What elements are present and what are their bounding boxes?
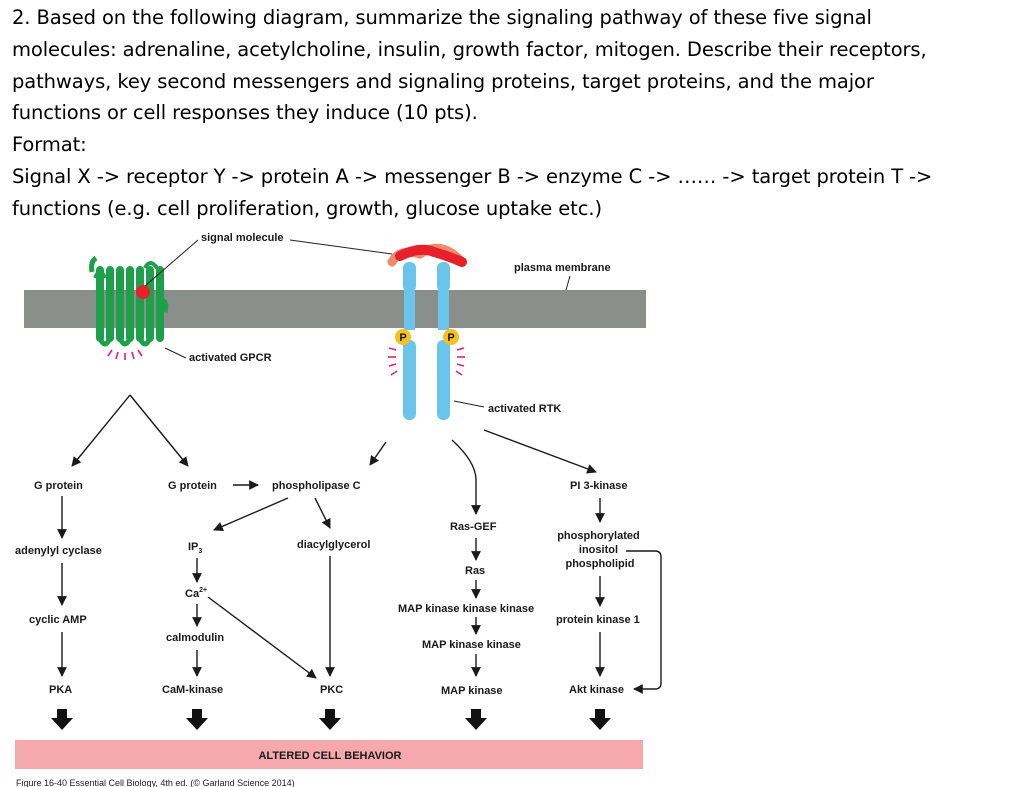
leader-line (453, 400, 485, 408)
thick-arrow (51, 709, 611, 730)
label-phospholipase-c: phospholipase C (272, 480, 361, 492)
label-altered-cell-behavior: ALTERED CELL BEHAVIOR (258, 750, 401, 762)
label-cam-kinase: CaM-kinase (162, 684, 223, 696)
gpcr-receptor (89, 255, 169, 347)
question-line: functions (e.g. cell proliferation, grow… (12, 196, 602, 220)
label-map-kinase-kinase-kinase: MAP kinase kinase kinase (398, 603, 534, 615)
label-calmodulin: calmodulin (166, 632, 224, 644)
signaling-pathway-diagram: P P signal molecule plasma membrane acti… (15, 232, 662, 787)
label-ras: Ras (465, 565, 485, 577)
label-ca2: Ca2+ (185, 587, 207, 600)
leader-line (565, 275, 571, 291)
arrow (369, 441, 387, 466)
rtk-ligand (387, 243, 467, 267)
arrow (451, 439, 481, 515)
label-ip3: IP3 (188, 541, 202, 555)
label-adenylyl-cyclase: adenylyl cyclase (15, 545, 102, 557)
leader-line (164, 347, 187, 359)
figure-caption: Figure 16-40 Essential Cell Biology, 4th… (16, 778, 295, 787)
arrow (314, 497, 331, 529)
arrow (213, 497, 289, 531)
label-phosphorylated-inositol-phospholipid: phosphorylated inositol phospholipid (557, 530, 643, 570)
arrow (626, 550, 662, 694)
svg-text:P: P (399, 332, 406, 344)
leader-line (289, 239, 393, 255)
label-map-kinase: MAP kinase (441, 685, 503, 697)
label-plasma-membrane: plasma membrane (514, 262, 611, 274)
question-line: pathways, key second messengers and sign… (12, 69, 874, 93)
question-line: functions or cell responses they induce … (12, 101, 478, 125)
question-line: Signal X -> receptor Y -> protein A -> m… (12, 164, 933, 188)
label-protein-kinase-1: protein kinase 1 (556, 614, 640, 626)
leader-line (144, 239, 199, 287)
label-activated-gpcr: activated GPCR (189, 352, 272, 364)
question-line: molecules: adrenaline, acetylcholine, in… (12, 37, 927, 61)
arrow (207, 596, 317, 679)
label-diacylglycerol: diacylglycerol (297, 539, 370, 551)
label-pka: PKA (49, 684, 72, 696)
question-line: 2. Based on the following diagram, summa… (12, 6, 872, 29)
rtk-receptor (403, 262, 450, 420)
arrow (483, 429, 597, 474)
question-line: Format: (12, 133, 87, 157)
phosphate-icon: P (395, 329, 411, 345)
label-g-protein-1: G protein (34, 480, 83, 492)
altered-cell-behavior-bar (15, 740, 643, 769)
phosphate-icon: P (443, 329, 459, 345)
arrow (129, 394, 189, 467)
question-text: 2. Based on the following diagram, summa… (12, 2, 1017, 225)
label-akt-kinase: Akt kinase (569, 684, 624, 696)
arrow (71, 394, 131, 467)
gpcr-ligand (136, 285, 150, 299)
label-pi3-kinase: PI 3-kinase (570, 480, 627, 492)
label-map-kinase-kinase: MAP kinase kinase (422, 639, 521, 651)
label-g-protein-2: G protein (168, 480, 217, 492)
label-signal-molecule: signal molecule (201, 232, 284, 244)
gpcr-activation-spikes (107, 349, 143, 360)
svg-text:P: P (447, 332, 454, 344)
label-pkc: PKC (320, 684, 343, 696)
rtk-activation-spikes (388, 347, 465, 376)
label-ras-gef: Ras-GEF (450, 521, 497, 533)
label-cyclic-amp: cyclic AMP (29, 614, 87, 626)
label-activated-rtk: activated RTK (488, 403, 561, 415)
